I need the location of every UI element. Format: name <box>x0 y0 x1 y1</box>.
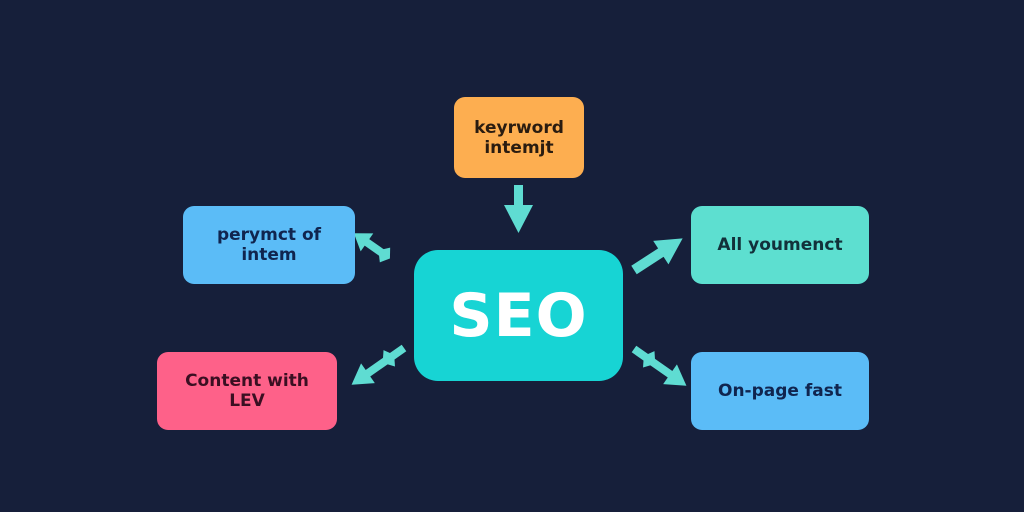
node-keyword-intent: keyrword intemjt <box>454 97 584 178</box>
arrow-upper-right-icon <box>631 238 683 275</box>
node-lower-left: Content with LEV <box>157 352 337 430</box>
node-label: keyrword intemjt <box>474 117 564 158</box>
node-lower-right: On-page fast <box>691 352 869 430</box>
node-upper-right: All youmenct <box>691 206 869 284</box>
arrow-lower-right-icon <box>631 345 687 386</box>
center-label: SEO <box>449 280 588 351</box>
arrow-upper-left-icon <box>353 233 391 263</box>
arrow-lower-left-icon <box>351 344 407 385</box>
node-center-seo: SEO <box>414 250 623 381</box>
node-label: perymct of intem <box>216 225 322 265</box>
node-label: All youmenct <box>717 235 843 255</box>
node-label: Content with LEV <box>185 371 309 411</box>
arrow-down-icon <box>504 185 533 233</box>
node-upper-left: perymct of intem <box>183 206 355 284</box>
node-label: On-page fast <box>718 381 842 401</box>
